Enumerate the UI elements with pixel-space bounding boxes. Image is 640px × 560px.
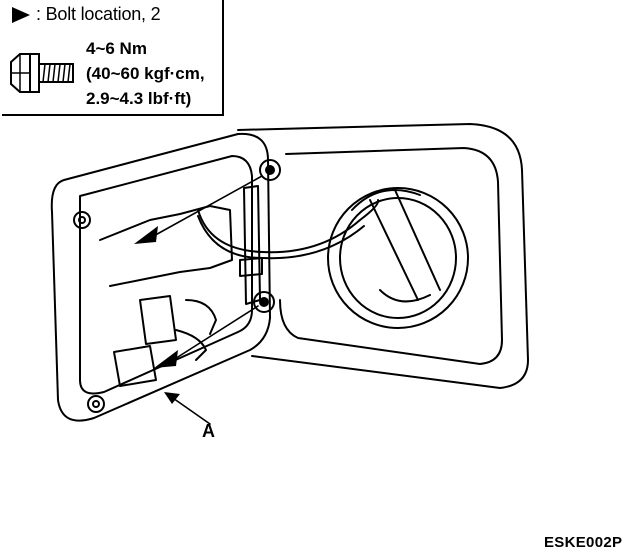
- flange-bolt-icon: [10, 53, 74, 93]
- filler-neck: [327, 187, 469, 329]
- torque-nm: 4~6 Nm: [86, 39, 147, 58]
- filler-pipe: [369, 189, 441, 303]
- legend-box: : Bolt location, 2 4~6 Nm (40~60 kgf·cm,…: [2, 0, 224, 116]
- leader-line-lower: [169, 305, 259, 363]
- torque-spec: 4~6 Nm (40~60 kgf·cm, 2.9~4.3 lbf·ft): [86, 36, 205, 111]
- hinge-arm: [243, 185, 261, 305]
- bolt-location-label: : Bolt location, 2: [36, 4, 161, 24]
- bolt-arrow-lower: [154, 350, 178, 368]
- arrowhead-icon: [12, 6, 30, 23]
- torque-kgf-cm: (40~60 kgf·cm,: [86, 64, 205, 83]
- figure-code: ESKE002P: [544, 534, 623, 551]
- filler-housing-inner: [279, 147, 503, 365]
- filler-door-inner: [79, 155, 253, 395]
- callout-a-arrowhead: [164, 392, 180, 404]
- bolt-arrow-upper: [134, 226, 158, 244]
- bolt-location-row: : Bolt location, 2: [12, 4, 161, 25]
- hinge-bolt-upper: [259, 159, 281, 181]
- leader-line-upper: [149, 175, 263, 239]
- filler-door-outline: [50, 132, 271, 422]
- filler-housing-outline: [237, 123, 529, 389]
- torque-lbf-ft: 2.9~4.3 lbf·ft): [86, 89, 192, 108]
- tether-strap: [197, 199, 380, 254]
- callout-a-label: A: [202, 421, 215, 441]
- callout-a-leader: [169, 395, 211, 425]
